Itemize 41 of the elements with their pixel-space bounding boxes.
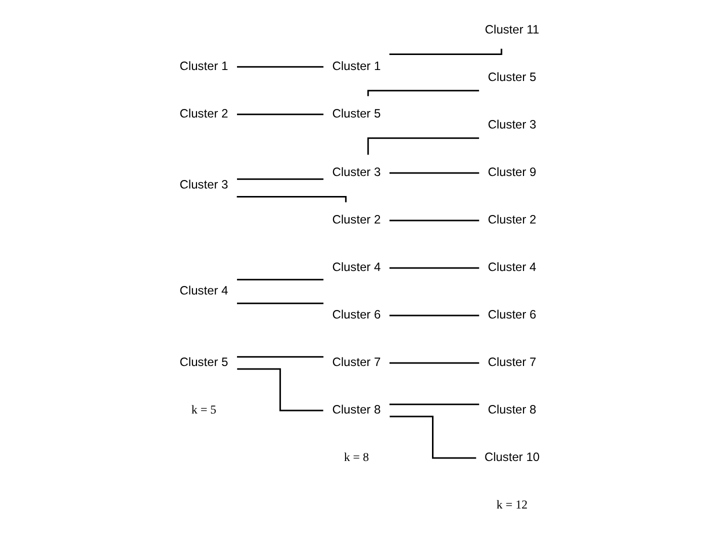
connector [236, 278, 324, 280]
node-text: Cluster 6 [332, 308, 381, 322]
node-text: Cluster 10 [484, 450, 540, 464]
node-text: Cluster 5 [332, 106, 381, 121]
connector [236, 114, 324, 116]
node-text: Cluster 1 [332, 59, 381, 74]
node-text: Cluster 11 [484, 22, 540, 37]
node-text: Cluster 5 [180, 355, 228, 370]
node-text: Cluster 6 [488, 308, 536, 322]
label: k = 12 [496, 498, 528, 512]
node-text: Cluster 1 [180, 59, 228, 74]
connector [390, 416, 476, 459]
connector [236, 66, 324, 68]
connector [389, 267, 480, 269]
label: k = 8 [344, 450, 369, 464]
node-text: Cluster 7 [488, 355, 536, 370]
node-text: Cluster 8 [332, 402, 381, 417]
node-text: Cluster 3 [180, 177, 228, 192]
label: k = 5 [191, 402, 216, 417]
node-text: Cluster 8 [488, 402, 536, 417]
node-text: Cluster 9 [488, 165, 536, 180]
node-text: Cluster 3 [488, 118, 536, 132]
connector [389, 314, 480, 316]
node-text: Cluster 5 [488, 70, 536, 84]
node-text: Cluster 4 [488, 260, 536, 274]
connector [389, 404, 480, 406]
connector [236, 302, 324, 304]
connector [367, 137, 480, 155]
node-text: Cluster 2 [332, 212, 381, 227]
connector [389, 220, 480, 222]
connector [236, 356, 324, 358]
node-text: Cluster 2 [180, 106, 228, 121]
node-text: Cluster 3 [332, 165, 381, 180]
connector [237, 368, 324, 412]
connector [236, 178, 324, 180]
connector [389, 172, 480, 174]
connector [389, 362, 480, 364]
node-text: Cluster 4 [332, 260, 381, 274]
node-text: Cluster 4 [180, 283, 228, 298]
node-text: Cluster 2 [488, 212, 536, 227]
node-text: Cluster 7 [332, 355, 381, 370]
